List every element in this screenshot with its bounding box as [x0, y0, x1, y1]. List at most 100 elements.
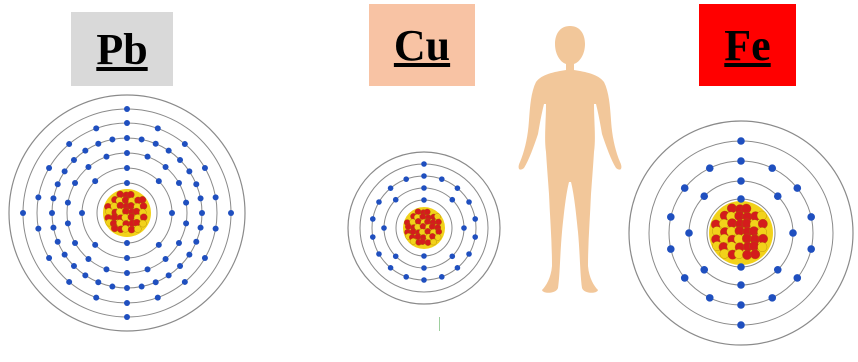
electron: [92, 242, 98, 248]
electron: [393, 253, 399, 259]
electron: [50, 195, 56, 201]
electron: [72, 180, 78, 186]
electron: [82, 272, 88, 278]
electron: [35, 194, 41, 200]
electron: [213, 226, 219, 232]
electron: [455, 185, 461, 191]
electron: [183, 200, 189, 206]
electron: [737, 321, 745, 329]
electron: [376, 199, 382, 205]
electron: [198, 225, 204, 231]
electron: [109, 136, 115, 142]
electron: [93, 295, 99, 301]
electron: [700, 266, 708, 274]
electron: [183, 220, 189, 226]
cu-atom-diagram: [346, 150, 502, 306]
electron: [472, 234, 478, 240]
electron: [124, 314, 130, 320]
electron: [199, 210, 205, 216]
electron: [155, 125, 161, 131]
electron: [774, 192, 782, 200]
electron: [124, 150, 130, 156]
electron: [20, 210, 26, 216]
electron: [124, 285, 130, 291]
electron: [177, 263, 183, 269]
electron: [62, 252, 68, 258]
electron: [55, 181, 61, 187]
electron: [193, 181, 199, 187]
electron: [421, 277, 427, 283]
electron: [176, 180, 182, 186]
electron: [82, 148, 88, 154]
electron: [198, 195, 204, 201]
electron: [667, 245, 675, 253]
electron: [124, 255, 130, 261]
electron: [186, 252, 192, 258]
fe-atom-diagram: [626, 118, 856, 348]
electron: [71, 157, 77, 163]
pb-atom-diagram: [7, 93, 247, 333]
electron: [376, 251, 382, 257]
electron: [774, 266, 782, 274]
electron: [681, 274, 689, 282]
electron: [439, 176, 445, 182]
electron: [66, 141, 72, 147]
electron: [49, 210, 55, 216]
electron: [681, 184, 689, 192]
electron: [202, 165, 208, 171]
electron: [85, 256, 91, 262]
electron: [737, 157, 745, 165]
electron: [393, 197, 399, 203]
electron: [95, 279, 101, 285]
electron: [213, 194, 219, 200]
electron: [421, 253, 427, 259]
electron: [71, 263, 77, 269]
electron: [139, 136, 145, 142]
electron: [153, 141, 159, 147]
electron: [145, 266, 151, 272]
electron: [124, 240, 130, 246]
electron: [449, 197, 455, 203]
electron: [461, 225, 467, 231]
electron: [169, 210, 175, 216]
electron: [421, 185, 427, 191]
electron: [421, 265, 427, 271]
electron: [156, 242, 162, 248]
electron: [421, 173, 427, 179]
electron: [403, 176, 409, 182]
electron: [789, 229, 797, 237]
electron: [46, 165, 52, 171]
electron: [177, 157, 183, 163]
electron: [186, 168, 192, 174]
electron: [166, 272, 172, 278]
electron: [685, 229, 693, 237]
electron: [202, 255, 208, 261]
electron: [381, 225, 387, 231]
electron: [388, 265, 394, 271]
electron: [706, 164, 714, 172]
electron: [145, 154, 151, 160]
nucleus: [709, 201, 773, 265]
electron: [103, 266, 109, 272]
electron: [370, 216, 376, 222]
human-silhouette-icon: [512, 22, 628, 298]
electron: [66, 279, 72, 285]
electron: [466, 251, 472, 257]
fe-label: Fe: [699, 4, 796, 86]
electron: [93, 125, 99, 131]
electron: [700, 192, 708, 200]
electron: [35, 226, 41, 232]
electron: [65, 220, 71, 226]
electron: [139, 284, 145, 290]
electron: [182, 141, 188, 147]
electron: [124, 135, 130, 141]
electron: [153, 279, 159, 285]
electron: [163, 256, 169, 262]
nucleus: [103, 189, 151, 237]
electron: [124, 300, 130, 306]
electron: [403, 274, 409, 280]
electron: [421, 197, 427, 203]
electron: [124, 270, 130, 276]
cu-label: Cu: [369, 4, 475, 86]
electron: [466, 199, 472, 205]
